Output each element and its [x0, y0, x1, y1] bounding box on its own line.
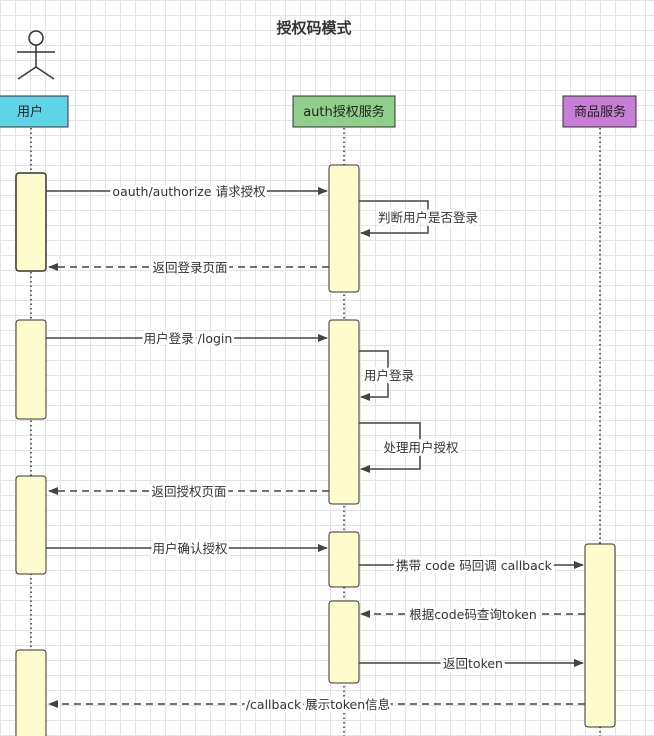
actor-icon [17, 30, 55, 80]
label-login: 用户登录 /login [144, 331, 233, 346]
activation-user-4 [15, 649, 47, 736]
diagram-title: 授权码模式 [276, 19, 351, 37]
label-login-page: 返回登录页面 [152, 260, 227, 275]
participant-goods-label: 商品服务 [574, 104, 626, 120]
activation-user-3 [15, 475, 47, 575]
participant-goods-box [562, 95, 637, 128]
participant-auth-box [292, 95, 396, 128]
self-arrow-check-login [359, 200, 429, 237]
participant-user-label: 用户 [17, 104, 43, 120]
label-auth-page: 返回授权页面 [151, 484, 226, 499]
activation-user-1 [15, 172, 47, 272]
activation-auth-2 [328, 319, 360, 505]
label-show-token: /callback 展示token信息 [246, 697, 390, 712]
label-handle-auth: 处理用户授权 [383, 440, 459, 455]
self-arrow-user-login [359, 350, 389, 401]
activation-goods-1 [584, 543, 616, 728]
self-arrow-handle-auth [359, 422, 421, 473]
activation-auth-3 [328, 531, 360, 588]
label-authorize: oauth/authorize 请求授权 [112, 184, 266, 199]
label-callback: 携带 code 码回调 callback [396, 558, 553, 573]
label-query-token: 根据code码查询token [409, 607, 537, 622]
activation-user-2 [15, 319, 47, 420]
participant-user-box [0, 95, 69, 128]
label-return-token: 返回token [443, 656, 503, 671]
activation-auth-1 [328, 164, 360, 293]
label-user-login: 用户登录 [364, 368, 414, 383]
participant-auth-label: auth授权服务 [303, 104, 385, 120]
label-confirm: 用户确认授权 [152, 541, 228, 556]
label-check-login: 判断用户是否登录 [378, 210, 478, 225]
activation-auth-4 [328, 600, 360, 684]
